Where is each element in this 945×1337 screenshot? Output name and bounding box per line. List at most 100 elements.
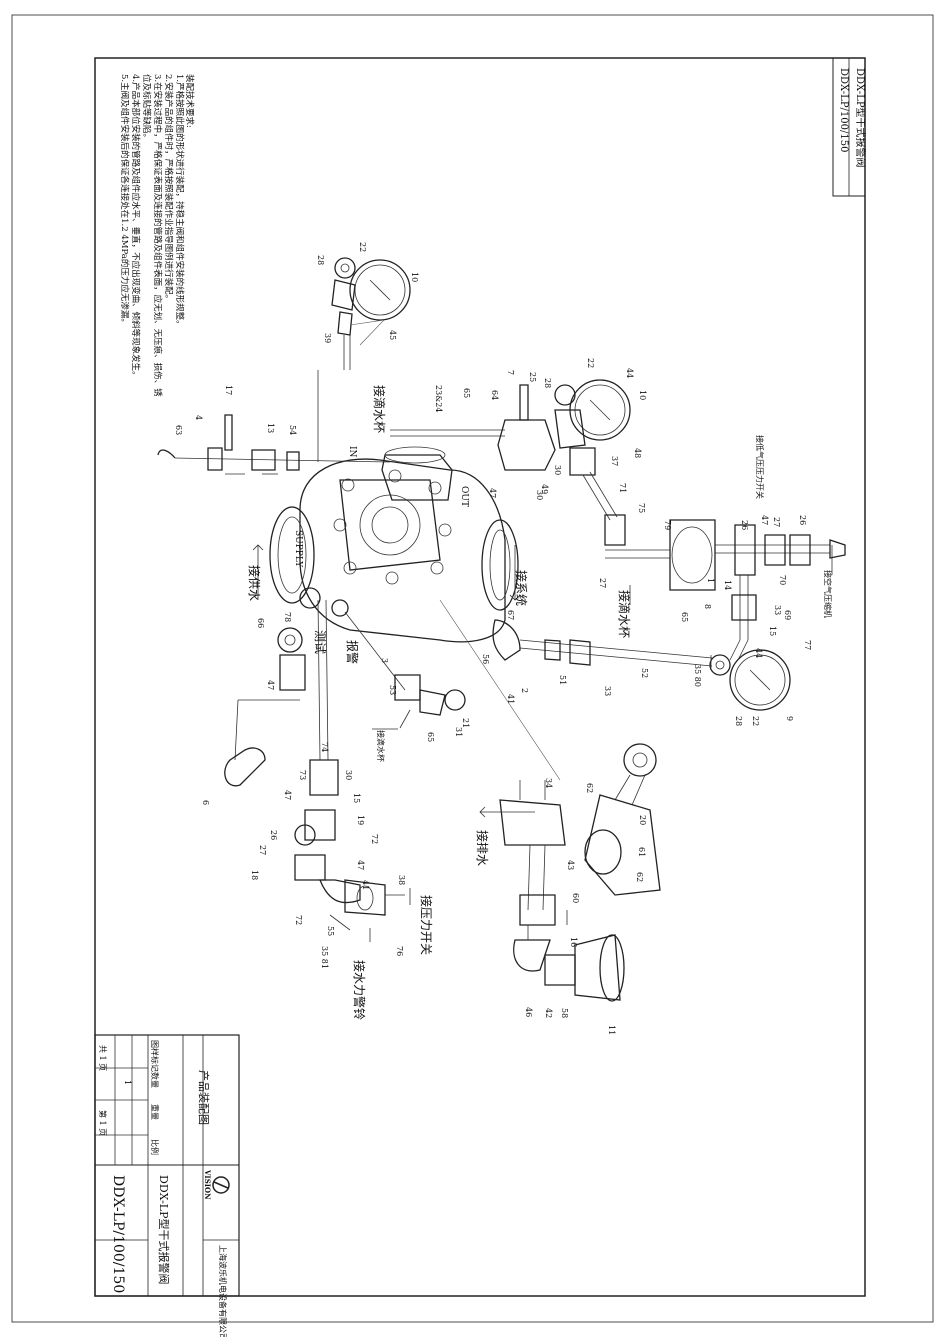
part-number-label: 51 bbox=[558, 675, 567, 685]
part-number-label: 20 bbox=[638, 815, 647, 825]
part-number-label: 48 bbox=[633, 448, 642, 458]
assembly-notes: 装配技术要求: 1.严格按照此图的形状进行装配，持稳主阀和组件安装的线形规整。 … bbox=[119, 74, 195, 397]
part-number-label: 62 bbox=[585, 783, 594, 793]
label-compressed-air: 接空气压缩机 bbox=[823, 570, 833, 618]
part-number-label: 19 bbox=[356, 815, 365, 825]
part-number-label: 25 bbox=[528, 372, 537, 382]
part-number-label: 66 bbox=[256, 618, 265, 628]
part-number-label: 67 bbox=[506, 610, 515, 620]
part-number-label: 4 bbox=[194, 415, 203, 420]
label-water-bell: 接水力警铃 bbox=[352, 960, 367, 1020]
part-number-label: 28 bbox=[316, 255, 325, 265]
part-number-label: 69 bbox=[783, 610, 792, 620]
part-number-label: 65 bbox=[680, 612, 689, 622]
label-alarm: 报警 bbox=[345, 640, 360, 664]
part-number-label: 42 bbox=[544, 1008, 553, 1018]
part-number-label: 10 bbox=[638, 390, 647, 400]
label-supply: 接供水 bbox=[247, 565, 262, 601]
label-drip-cup-2: 接滴水杯 bbox=[617, 590, 632, 638]
part-number-label: 15 bbox=[352, 793, 361, 803]
flow-arrows bbox=[252, 544, 833, 942]
part-number-label: 22 bbox=[358, 242, 367, 252]
tb-code: DDX-LP/100/150 bbox=[110, 1175, 126, 1293]
part-number-label: 71 bbox=[618, 483, 627, 493]
note-3: 3.在安装过程中，严格保证表面及连接的管路及组件表面，应无划、无压痕、损伤、锈 bbox=[152, 74, 163, 397]
part-number-label: 47 bbox=[488, 488, 497, 498]
note-5: 5.主阀及组件安装后的保证各连接处在1.2 4MPa的压力应无渗漏。 bbox=[119, 74, 130, 327]
part-number-label: 14 bbox=[723, 580, 732, 590]
part-number-label: 38 bbox=[397, 875, 406, 885]
tb-col-scale: 比例 bbox=[150, 1139, 160, 1155]
gauge-assembly-top-left bbox=[331, 257, 411, 370]
part-number-label: 72 bbox=[294, 915, 303, 925]
alarm-line-assembly bbox=[224, 599, 405, 931]
part-number-label: 56 bbox=[481, 654, 490, 664]
part-number-label: 1 bbox=[706, 578, 715, 583]
part-number-label: 47 bbox=[356, 860, 365, 870]
part-number-label: 43 bbox=[566, 860, 575, 870]
part-number-label: 34 bbox=[544, 778, 553, 788]
part-number-label: 65 bbox=[462, 388, 471, 398]
part-number-label: 26 bbox=[269, 830, 278, 840]
part-number-label: 62 bbox=[635, 872, 644, 882]
part-number-label: 16 bbox=[569, 937, 578, 947]
part-number-label: 35 80 bbox=[693, 664, 702, 687]
part-number-label: 31 bbox=[454, 727, 463, 737]
notes-heading: 装配技术要求: bbox=[184, 74, 195, 128]
tb-total-sheets: 共 1 页 bbox=[98, 1045, 107, 1071]
air-supply-assembly bbox=[605, 519, 846, 661]
label-in: IN bbox=[347, 446, 357, 458]
part-number-label: 44 bbox=[625, 368, 634, 378]
svg-text:VISION: VISION bbox=[203, 1169, 212, 1200]
part-number-label: 65 bbox=[426, 732, 435, 742]
part-number-label: 27 bbox=[772, 517, 781, 527]
tb-col-weight: 重量 bbox=[150, 1104, 160, 1120]
part-number-label: 6 bbox=[201, 800, 210, 805]
main-valve: IN OUT SUPPLY bbox=[269, 446, 519, 643]
alarm-test-valve bbox=[344, 611, 466, 730]
top-title: DDX-LP型干式报警阀 bbox=[854, 68, 867, 168]
part-number-label: 75 bbox=[637, 503, 646, 513]
top-title-strip: DDX-LP型干式报警阀 DDX-LP/100/150 bbox=[832, 57, 867, 197]
tb-col-mark: 图样标记 bbox=[150, 1040, 160, 1072]
part-number-label: 54 bbox=[288, 425, 297, 435]
part-number-label: 41 bbox=[506, 694, 515, 704]
part-number-label: 7 bbox=[506, 370, 515, 375]
test-line-assembly bbox=[157, 370, 391, 475]
part-number-label: 28 bbox=[734, 716, 743, 726]
part-number-label: 28 bbox=[543, 378, 552, 388]
tb-company: 上海波乐机电设备有限公司 bbox=[218, 1245, 228, 1337]
note-3b: 位及标贴等缺陷。 bbox=[141, 74, 152, 142]
drawing-frame bbox=[94, 57, 866, 1297]
part-number-label: 47 bbox=[266, 680, 275, 690]
note-1: 1.严格按照此图的形状进行装配，持稳主阀和组件安装的线形规整。 bbox=[174, 74, 185, 329]
part-number-label: 64 bbox=[490, 390, 499, 400]
part-number-label: 52 bbox=[640, 668, 649, 678]
part-number-label: 8 bbox=[703, 604, 712, 609]
part-number-label: 37 bbox=[610, 456, 619, 466]
part-number-label: 33 bbox=[773, 605, 782, 615]
system-gauge-line bbox=[492, 619, 791, 711]
sheet-border bbox=[11, 14, 934, 1323]
part-number-label: 45 bbox=[388, 330, 397, 340]
part-number-label: 74 bbox=[320, 742, 329, 752]
part-number-label: 2 bbox=[520, 688, 529, 693]
part-number-label: 73 bbox=[298, 770, 307, 780]
part-number-label: 13 bbox=[266, 423, 275, 433]
part-number-label: 76 bbox=[395, 946, 404, 956]
label-low-air: 接低气压压力开关 bbox=[755, 435, 765, 499]
part-number-label: 10 bbox=[410, 272, 419, 282]
note-4: 4.产品本部位安装的管路及组件应水平、垂直，不应出现变曲、倾斜等现象发生。 bbox=[130, 74, 141, 380]
label-supply: SUPPLY bbox=[293, 530, 303, 568]
part-number-label: 47 bbox=[283, 790, 292, 800]
connection-labels: 接滴水杯 接系统 接供水 测试 报警 接排水 接压力开关 接水力警铃 接滴水杯 … bbox=[247, 385, 833, 1020]
part-number-label: 55 bbox=[326, 926, 335, 936]
tb-col-qty: 数量 bbox=[150, 1072, 160, 1088]
drip-valve-assembly bbox=[390, 379, 631, 546]
part-number-label: 30 bbox=[535, 490, 544, 500]
part-number-label: 77 bbox=[803, 640, 812, 650]
part-number-label: 49 bbox=[540, 484, 549, 494]
part-number-label: 33 bbox=[603, 686, 612, 696]
